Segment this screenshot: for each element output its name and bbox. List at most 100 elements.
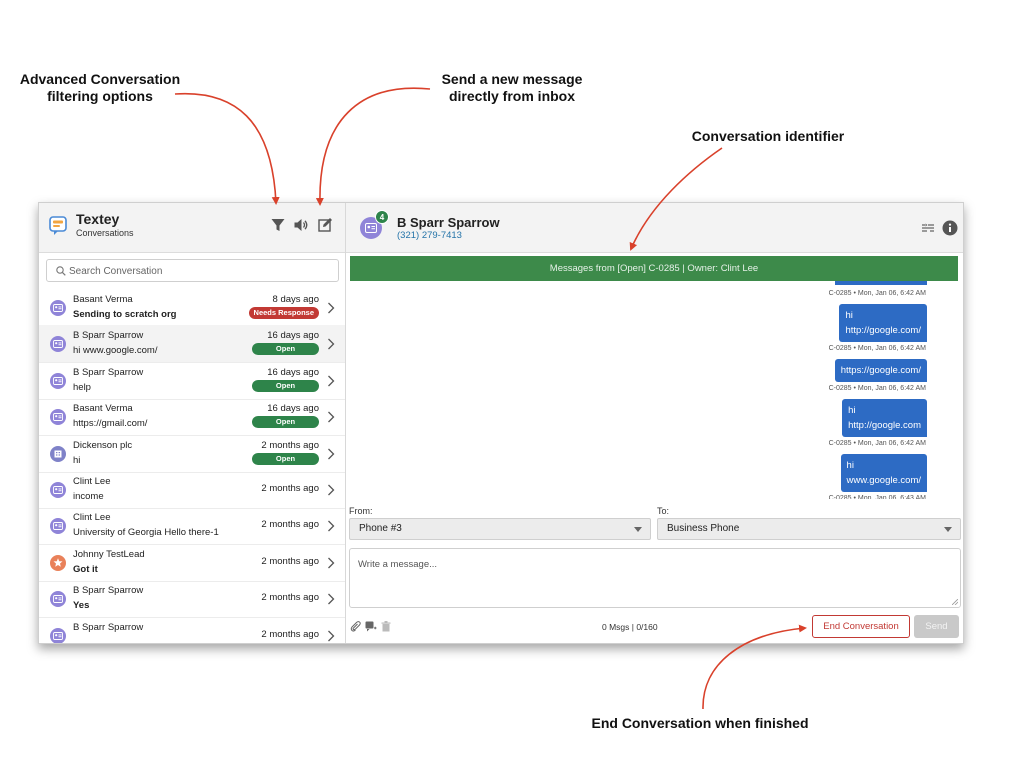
- conversation-last-message: https://gmail.com/: [73, 418, 148, 430]
- to-phone-select[interactable]: Business Phone: [657, 518, 961, 540]
- conversation-time: 8 days ago: [272, 294, 319, 305]
- conversation-contact-name: Basant Verma: [73, 403, 133, 415]
- chevron-right-icon: [328, 375, 335, 387]
- search-input[interactable]: [69, 263, 329, 279]
- chevron-right-icon: [328, 338, 335, 350]
- conversation-avatar: [50, 482, 66, 498]
- settings-list-icon[interactable]: [921, 222, 935, 234]
- contact-card-icon: [53, 631, 63, 640]
- message-meta: C-0285 • Mon, Jan 06, 6:42 AM: [828, 345, 926, 352]
- message-bubble: hi www.google.com/: [840, 454, 927, 492]
- sidebar-header: Textey Conversations: [39, 203, 345, 253]
- dropdown-arrow-icon: [634, 527, 642, 532]
- to-label: To:: [657, 506, 670, 516]
- conversation-time: 2 months ago: [261, 628, 319, 640]
- app-title: Textey: [76, 211, 120, 227]
- status-badge: Open: [252, 416, 319, 429]
- contact-card-icon: [53, 304, 63, 312]
- search-icon: [56, 266, 66, 276]
- message-text-line: hi: [848, 405, 856, 416]
- conversation-avatar: [50, 300, 66, 316]
- info-icon[interactable]: [942, 220, 958, 236]
- attachment-icon[interactable]: [350, 621, 361, 632]
- message-text-line: http://google.com: [848, 420, 921, 431]
- conversation-identifier-banner: Messages from [Open] C-0285 | Owner: Cli…: [350, 256, 958, 281]
- conversation-contact-name: Basant Verma: [73, 294, 133, 305]
- annotation-compose-line2: directly from inbox: [448, 88, 576, 104]
- conversation-row[interactable]: B Sparr Sparrow hi www.google.com/16 days…: [39, 325, 345, 364]
- conversation-time: 2 months ago: [261, 519, 319, 531]
- message-meta: C-0285 • Mon, Jan 06, 6:42 AM: [828, 440, 926, 447]
- conversation-avatar: [50, 554, 66, 571]
- message-bubble: https://google.com/: [834, 359, 927, 382]
- conversation-time: 16 days ago: [267, 403, 319, 415]
- message-text-line: hi: [846, 460, 854, 471]
- message-thread: C-0285 • Mon, Jan 06, 6:42 AM hi http://go…: [350, 281, 958, 499]
- from-phone-value: Phone #3: [359, 523, 402, 534]
- contact-card-icon: [53, 522, 63, 531]
- conversation-time: 2 months ago: [261, 592, 319, 604]
- conversation-time: 16 days ago: [267, 330, 319, 342]
- conversation-avatar: [50, 518, 66, 535]
- conversation-avatar: [50, 591, 66, 608]
- chevron-right-icon: [328, 484, 335, 496]
- conversation-avatar: [50, 409, 66, 426]
- conversation-avatar: [50, 336, 66, 353]
- annotation-filter-line1: Advanced Conversation: [19, 71, 181, 87]
- chevron-right-icon: [328, 557, 335, 569]
- from-phone-select[interactable]: Phone #3: [349, 518, 651, 540]
- end-conversation-button[interactable]: End Conversation: [812, 615, 910, 638]
- conversation-last-message: hi www.google.com/: [73, 345, 158, 357]
- message-text-line: www.google.com/: [846, 475, 921, 486]
- conversation-contact-name: Dickenson plc: [73, 439, 133, 451]
- speaker-icon[interactable]: [293, 217, 309, 233]
- message-meta: C-0285 • Mon, Jan 06, 6:42 AM: [828, 385, 926, 392]
- conversation-row[interactable]: Basant Verma https://gmail.com/16 days ag…: [39, 398, 345, 437]
- compose-icon[interactable]: [317, 217, 333, 233]
- conversation-avatar: [50, 445, 66, 462]
- message-meta: C-0285 • Mon, Jan 06, 6:42 AM: [828, 290, 926, 297]
- conversation-last-message: help: [73, 381, 91, 393]
- conversation-time: 2 months ago: [261, 483, 319, 494]
- contact-card-icon: [365, 223, 377, 233]
- conversation-last-message: Sending to scratch org: [73, 309, 177, 320]
- send-button[interactable]: Send: [914, 615, 959, 638]
- message-bubble: hi http://google.com: [842, 399, 927, 437]
- message-text-line: http://google.com/: [845, 325, 921, 336]
- conversation-contact-name: Johnny TestLead: [73, 548, 145, 560]
- arrow-to-compose: [315, 87, 431, 206]
- arrow-to-filter: [174, 92, 280, 205]
- delete-icon[interactable]: [381, 621, 391, 632]
- conversation-contact-name: B Sparr Sparrow: [73, 366, 144, 378]
- contact-name[interactable]: B Sparr Sparrow: [397, 215, 500, 230]
- message-input[interactable]: [358, 559, 948, 603]
- conversation-contact-name: B Sparr Sparrow: [73, 330, 144, 342]
- contact-card-icon: [53, 486, 63, 494]
- conversation-contact-name: B Sparr Sparrow: [73, 585, 144, 597]
- status-badge: Needs Response: [248, 307, 319, 319]
- contact-phone[interactable]: (321) 279-7413: [397, 230, 462, 241]
- contact-card-icon: [53, 595, 63, 604]
- annotation-compose-line1: Send a new message: [441, 71, 583, 87]
- chevron-right-icon: [328, 630, 335, 642]
- message-compose-box: [349, 548, 961, 608]
- status-badge: Open: [252, 452, 319, 465]
- textey-logo-icon: [49, 216, 67, 235]
- template-icon[interactable]: [365, 621, 377, 632]
- chevron-right-icon: [328, 448, 335, 460]
- resize-grip-icon[interactable]: [952, 599, 958, 605]
- account-building-icon: [54, 450, 62, 458]
- filter-icon[interactable]: [270, 217, 286, 233]
- annotation-filter-line2: filtering options: [47, 88, 153, 104]
- annotation-identifier: Conversation identifier: [691, 128, 845, 144]
